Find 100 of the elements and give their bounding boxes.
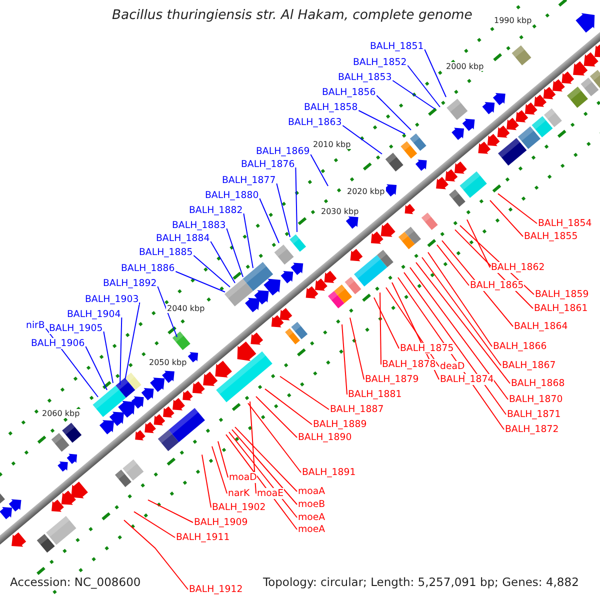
gene-label: BALH_1855 — [524, 231, 578, 242]
gene-label: BALH_1869 — [256, 146, 310, 157]
scale-label: 2010 kbp — [312, 140, 352, 149]
leader-line — [210, 241, 236, 284]
gene-label: BALH_1866 — [493, 341, 547, 352]
gene-label: BALH_1909 — [194, 517, 248, 528]
leader-line — [243, 213, 254, 268]
gene-label: BALH_1884 — [156, 233, 210, 244]
leader-line — [416, 262, 510, 384]
gene-label: BALH_1886 — [121, 263, 175, 274]
gene-label: BALH_1911 — [176, 532, 230, 543]
leader-line — [310, 154, 328, 186]
leader-line — [442, 240, 514, 327]
leader-line — [228, 432, 298, 518]
leader-line — [410, 266, 508, 400]
gene-label: BALH_1906 — [31, 338, 85, 349]
gene-label: BALH_1861 — [534, 303, 588, 314]
gene-label: BALH_1879 — [365, 374, 419, 385]
leader-line — [376, 95, 412, 130]
leader-line — [422, 256, 502, 366]
gene-label: deaD — [440, 361, 465, 372]
leader-line — [392, 80, 436, 110]
scale-label: 2020 kbp — [346, 187, 386, 196]
leader-line — [407, 65, 440, 108]
leader-line — [226, 434, 298, 530]
summary-text: Topology: circular; Length: 5,257,091 bp; Genes: 4,882 — [262, 575, 580, 589]
gene-label: moeA — [298, 524, 326, 535]
leader-line — [276, 183, 290, 238]
gene-label: BALH_1912 — [189, 584, 243, 595]
gene-label: BALH_1862 — [491, 262, 545, 273]
gene-label: BALH_1874 — [440, 374, 494, 385]
gene-label: moaA — [298, 486, 326, 497]
leader-line — [342, 324, 348, 395]
leader-line — [358, 110, 406, 134]
gene-label: BALH_1902 — [212, 502, 266, 513]
scale-label: 2040 kbp — [166, 304, 206, 313]
gene-label: BALH_1853 — [338, 72, 392, 83]
title: Bacillus thuringiensis str. Al Hakam, complete genome — [112, 8, 472, 23]
gene-label: BALH_1868 — [511, 378, 565, 389]
leader-line — [212, 446, 228, 494]
gene-label: BALH_1852 — [353, 57, 407, 68]
gene-label: BALH_1903 — [85, 294, 139, 305]
gene-label: BALH_1858 — [304, 102, 358, 113]
leader-line — [134, 511, 176, 538]
gene-label: moeB — [298, 499, 326, 510]
leader-line — [124, 302, 140, 380]
leader-line — [103, 331, 114, 384]
leader-line — [85, 346, 108, 390]
scale-label: 2030 kbp — [320, 207, 360, 216]
gene-label: BALH_1865 — [470, 280, 524, 291]
leader-line — [259, 198, 280, 244]
leader-line — [466, 219, 490, 268]
gene-label: BALH_1859 — [535, 289, 589, 300]
accession-text: Accession: NC_008600 — [9, 575, 142, 589]
gene-label: moaD — [229, 472, 257, 483]
leader-line — [342, 125, 382, 154]
gene-label: BALH_1892 — [103, 278, 157, 289]
gene-label: BALH_1905 — [49, 323, 103, 334]
gene-label: BALH_1880 — [205, 190, 259, 201]
leader-line — [232, 429, 298, 505]
gene-label: moeA — [298, 512, 326, 523]
gene-label: BALH_1871 — [507, 409, 561, 420]
leader-line — [436, 244, 470, 286]
gene-label: BALH_1877 — [222, 175, 276, 186]
gene-label: nirB — [26, 320, 45, 331]
leader-line — [234, 426, 298, 492]
leader-line — [248, 402, 302, 473]
scale-label: 1990 kbp — [493, 16, 533, 25]
scale-label: 2050 kbp — [148, 358, 188, 367]
leader-line — [424, 49, 446, 98]
leader-line — [218, 440, 228, 478]
gene-label: BALH_1881 — [348, 389, 402, 400]
leader-line — [120, 317, 122, 386]
leader-line — [404, 272, 506, 415]
leader-line — [148, 499, 194, 523]
gene-label: BALH_1872 — [505, 424, 559, 435]
gene-label: BALH_1875 — [400, 343, 454, 354]
leader-line — [490, 200, 524, 237]
gene-label: BALH_1883 — [172, 220, 226, 231]
leader-line — [380, 292, 382, 365]
leader-line — [175, 271, 226, 292]
leader-line — [498, 193, 538, 224]
gene-label: BALH_1887 — [330, 404, 384, 415]
scale-label: 2000 kbp — [445, 62, 485, 71]
gene-label: BALH_1891 — [302, 467, 356, 478]
leader-line — [295, 167, 298, 232]
gene-label: BALH_1864 — [514, 321, 568, 332]
gene-label: moaE — [257, 488, 284, 499]
gene-label: BALH_1882 — [189, 205, 243, 216]
leader-line — [428, 252, 492, 347]
gene-label: narK — [228, 488, 250, 499]
leader-line — [386, 287, 440, 367]
gene-label: BALH_1890 — [298, 432, 352, 443]
gene-label: BALH_1870 — [509, 394, 563, 405]
leader-line — [256, 396, 298, 438]
leader-line — [350, 317, 364, 380]
leader-line — [280, 376, 330, 410]
gene-label: BALH_1867 — [502, 360, 556, 371]
gene-label: BALH_1904 — [67, 309, 121, 320]
gene-label: BALH_1876 — [241, 159, 295, 170]
